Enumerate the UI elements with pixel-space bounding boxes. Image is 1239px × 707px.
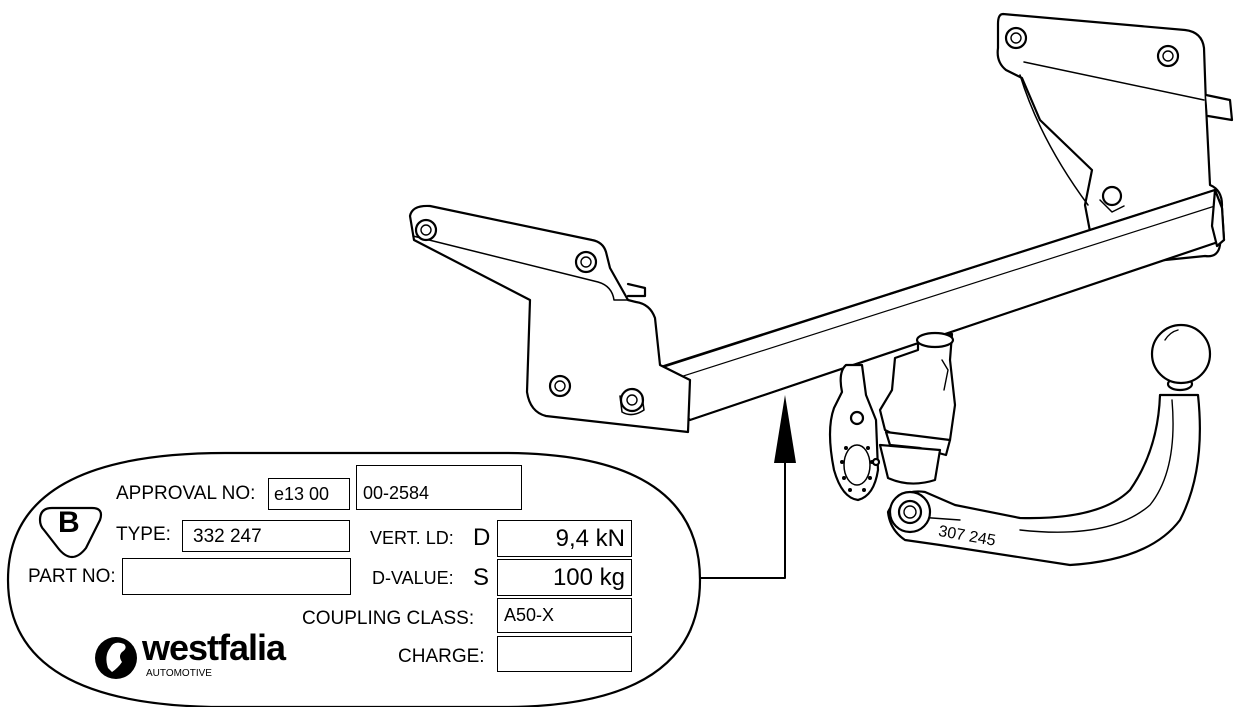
approval-value-2: 00-2584 — [356, 465, 522, 510]
brand-name: westfalia — [142, 627, 286, 668]
vert-ld-value: 9,4 kN — [497, 520, 632, 557]
d-value-label: D-VALUE: — [372, 568, 454, 588]
approval-badge — [38, 506, 103, 559]
charge-label: CHARGE: — [398, 646, 485, 667]
leader-arrow — [689, 395, 796, 579]
part-no-label: PART NO: — [28, 566, 116, 587]
socket-plate — [828, 363, 880, 502]
badge-letter: B — [58, 506, 80, 539]
type-label: TYPE: — [116, 524, 171, 545]
swan-neck-arm — [886, 323, 1212, 567]
vert-ld-symbol: D — [473, 524, 491, 551]
coupling-class-value: A50-X — [497, 598, 632, 633]
coupling-class-label: COUPLING CLASS: — [302, 608, 475, 629]
westfalia-logo-icon — [95, 637, 137, 679]
type-value: 332 247 — [182, 520, 350, 552]
d-value-value: 100 kg — [497, 559, 632, 596]
approval-value-1: e13 00 — [268, 478, 350, 510]
charge-value — [497, 636, 632, 672]
part-no-value — [122, 558, 351, 595]
approval-label: APPROVAL NO: — [116, 483, 256, 504]
left-mounting-bracket — [408, 204, 692, 434]
right-mounting-bracket — [996, 12, 1234, 264]
vert-ld-label: VERT. LD: — [370, 528, 454, 548]
coupling-housing — [871, 331, 957, 485]
brand-sub: AUTOMOTIVE — [146, 668, 212, 679]
d-value-symbol: S — [473, 564, 490, 591]
